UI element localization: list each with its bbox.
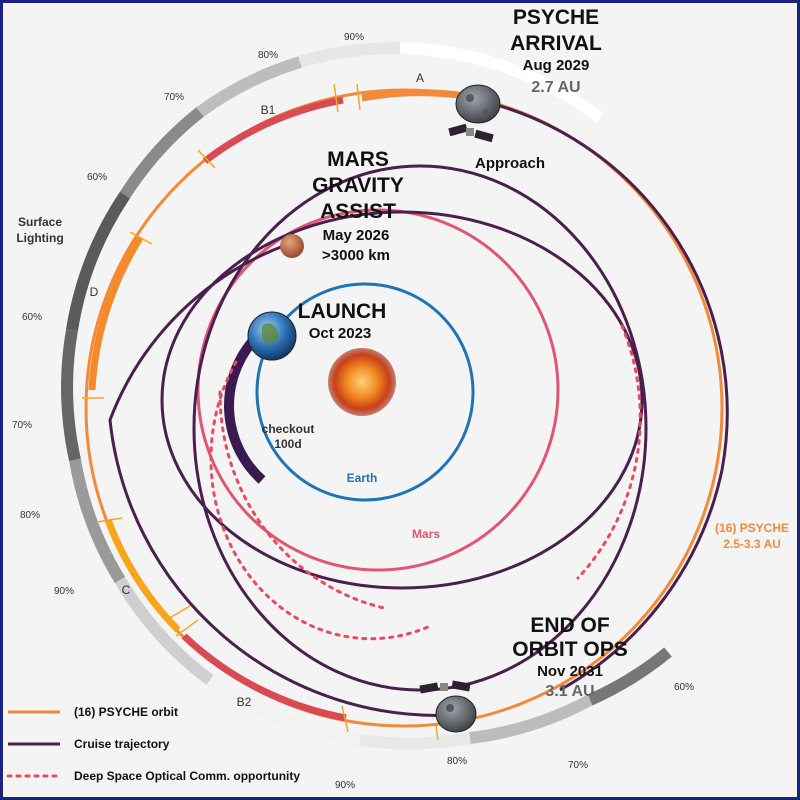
mars-date: May 2026	[323, 227, 390, 244]
legend: (16) PSYCHE orbit Cruise trajectory Deep…	[6, 705, 300, 783]
psyche-asteroid-arrival	[455, 84, 501, 124]
lighting-pct: 90%	[344, 32, 364, 43]
psyche-orbit	[84, 88, 724, 728]
phase-a-label: A	[416, 71, 424, 85]
mars-title-2: GRAVITY	[312, 174, 404, 197]
end-au: 3.1 AU	[545, 683, 594, 700]
lighting-pct: 70%	[568, 760, 588, 771]
approach-label: Approach	[475, 155, 545, 172]
mars-planet	[280, 234, 304, 258]
phase-b2-segment	[181, 633, 347, 722]
phase-a-segment	[361, 89, 467, 102]
mars-orbit-label: Mars	[412, 527, 440, 541]
phase-b2-label: B2	[237, 695, 252, 709]
dsoc-dotted-arcs	[209, 324, 642, 641]
arrival-title-1: PSYCHE	[513, 6, 599, 29]
spacecraft-approach-icon	[448, 123, 494, 143]
lighting-pct: 60%	[87, 172, 107, 183]
lighting-pct: 90%	[335, 780, 355, 791]
end-title-2: ORBIT OPS	[512, 638, 628, 661]
psyche-asteroid-end	[435, 695, 477, 733]
mars-orbit	[196, 208, 560, 572]
arrival-au: 2.7 AU	[531, 79, 580, 96]
crater	[483, 109, 489, 115]
earth-orbit	[255, 282, 475, 502]
checkout-label-2: 100d	[274, 437, 301, 451]
mars-title-3: ASSIST	[320, 200, 396, 223]
lighting-pct: 70%	[12, 420, 32, 431]
mars-distance: >3000 km	[322, 247, 390, 264]
earth-orbit-label: Earth	[347, 471, 378, 485]
psyche-orbit-label-2: 2.5-3.3 AU	[723, 537, 781, 551]
lighting-pct: 80%	[20, 510, 40, 521]
psyche-orbit-label-1: (16) PSYCHE	[715, 521, 789, 535]
launch-title: LAUNCH	[298, 300, 387, 323]
phase-segments	[88, 89, 467, 722]
legend-psyche-label: (16) PSYCHE orbit	[74, 705, 178, 719]
phase-c-label: C	[122, 583, 131, 597]
end-date: Nov 2031	[537, 663, 603, 680]
surface-lighting-title-1: Surface	[18, 215, 62, 229]
launch-date: Oct 2023	[309, 325, 372, 342]
lighting-pct: 80%	[447, 756, 467, 767]
lighting-pct: 70%	[164, 92, 184, 103]
mission-diagram: PSYCHE ARRIVAL Aug 2029 2.7 AU Approach …	[6, 6, 789, 791]
lighting-pct: 60%	[674, 682, 694, 693]
earth-continent	[262, 323, 279, 345]
surface-lighting-title-2: Lighting	[16, 231, 63, 245]
spacecraft-end-icon	[419, 680, 471, 694]
cruise-trajectory	[108, 95, 729, 717]
phase-b1-label: B1	[261, 103, 276, 117]
phase-d-segment	[88, 236, 143, 391]
checkout-arc	[224, 338, 266, 484]
end-title-1: END OF	[530, 614, 610, 637]
mars-title-1: MARS	[327, 148, 389, 171]
crater	[446, 704, 454, 712]
phase-ticks	[82, 83, 439, 741]
checkout-label-1: checkout	[262, 422, 315, 436]
arrival-date: Aug 2029	[523, 57, 590, 74]
arrival-title-2: ARRIVAL	[510, 32, 602, 55]
crater	[466, 94, 474, 102]
legend-cruise-label: Cruise trajectory	[74, 737, 170, 751]
lighting-pct: 80%	[258, 50, 278, 61]
legend-dsoc-label: Deep Space Optical Comm. opportunity	[74, 769, 300, 783]
phase-b1-segment	[202, 96, 344, 164]
phase-d-label: D	[90, 285, 99, 299]
surface-lighting-arc	[61, 41, 672, 750]
lighting-pct: 90%	[54, 586, 74, 597]
phase-c-segment	[104, 518, 181, 633]
lighting-pct: 60%	[22, 312, 42, 323]
sun	[328, 348, 396, 416]
